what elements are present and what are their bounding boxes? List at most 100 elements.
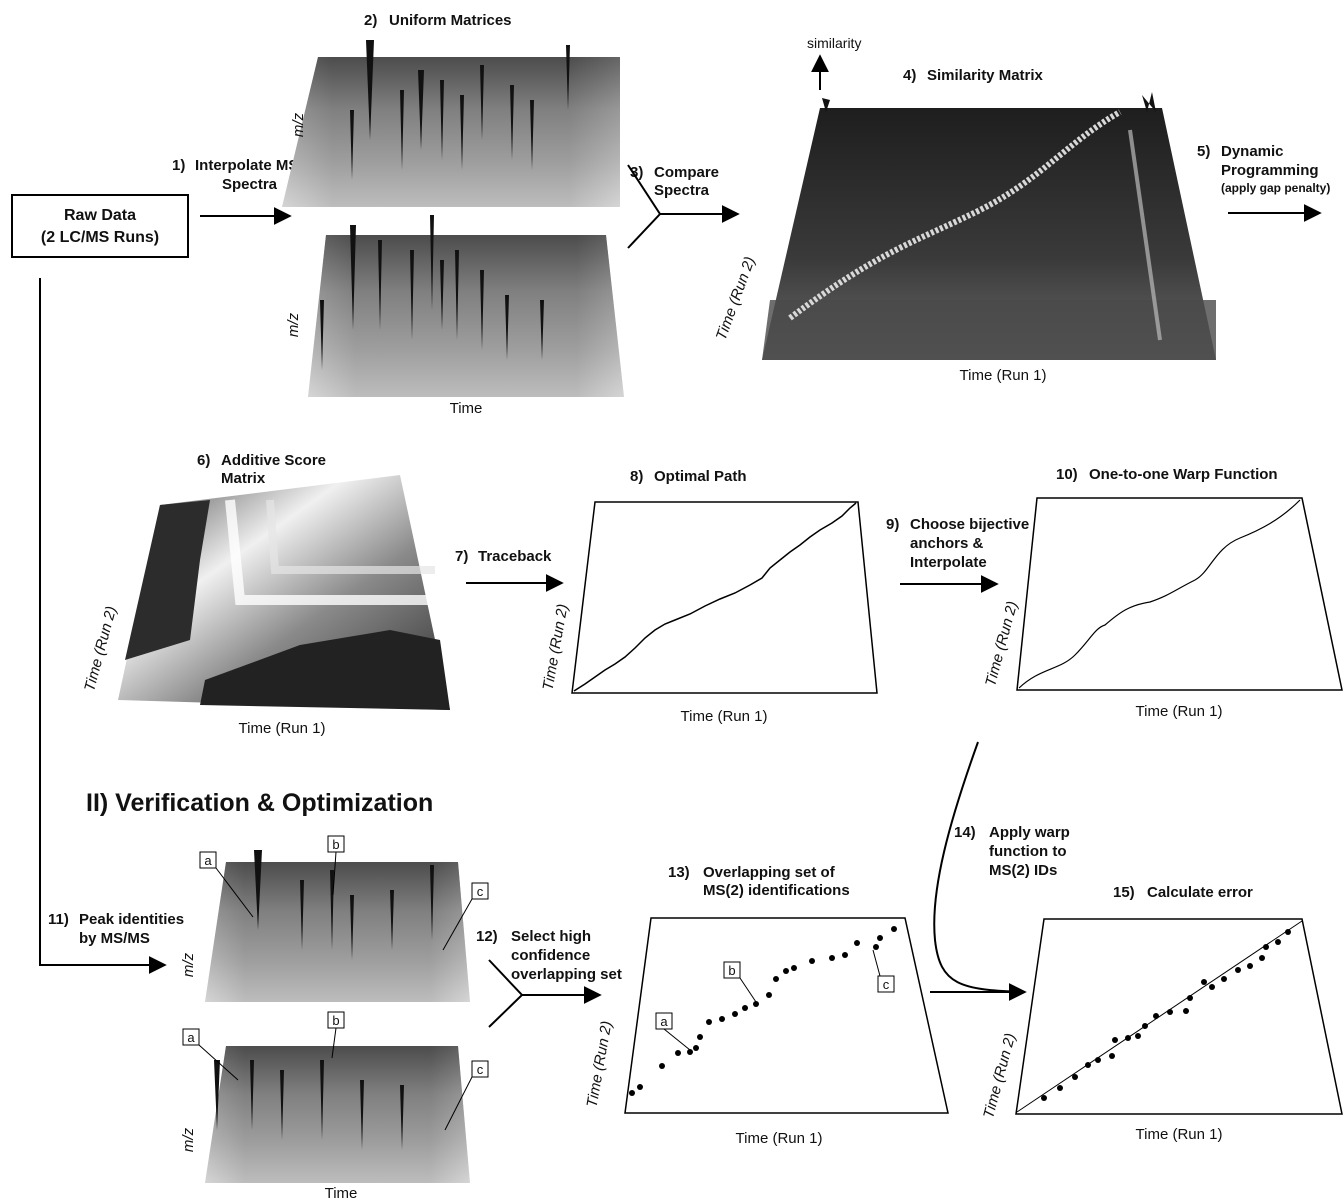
marker-c-top: c: [442, 882, 489, 951]
arrow-12: [488, 959, 600, 1028]
marker-a-top: a: [199, 851, 254, 918]
arrow-3: [627, 164, 738, 249]
error-run2-label: Time (Run 2): [980, 1031, 1019, 1120]
warp-run1-label: Time (Run 1): [1136, 703, 1223, 720]
svg-text:6): 6): [197, 452, 210, 469]
svg-text:(2 LC/MS Runs): (2 LC/MS Runs): [41, 229, 159, 246]
warp-run2-label: Time (Run 2): [982, 599, 1021, 688]
msms-map-top: [205, 850, 470, 1002]
step-2-label: 2) Uniform Matrices: [364, 12, 512, 29]
uniform-matrix-top: [282, 40, 620, 207]
svg-text:a: a: [660, 1014, 668, 1029]
step-14-label: 14) Apply warp function to MS(2) IDs: [954, 824, 1070, 879]
svg-text:Compare: Compare: [654, 164, 719, 181]
time-label-msms: Time: [325, 1185, 358, 1202]
svg-text:Similarity Matrix: Similarity Matrix: [927, 67, 1044, 84]
marker-a-plot: a: [655, 1012, 691, 1051]
marker-a-bottom: a: [182, 1028, 239, 1081]
step-12-label: 12) Select high confidence overlapping s…: [476, 928, 622, 983]
svg-text:MS(2) IDs: MS(2) IDs: [989, 862, 1057, 879]
step-9-label: 9) Choose bijective anchors & Interpolat…: [886, 516, 1029, 571]
step-3-label: 3) Compare Spectra: [630, 164, 719, 199]
svg-text:13): 13): [668, 864, 690, 881]
svg-text:9): 9): [886, 516, 899, 533]
step-15-label: 15) Calculate error: [1113, 884, 1253, 901]
warp-feed-curve: [933, 741, 1026, 993]
svg-text:Raw Data: Raw Data: [64, 207, 136, 224]
svg-text:b: b: [728, 963, 735, 978]
svg-text:(apply gap penalty): (apply gap penalty): [1221, 181, 1330, 195]
mz-label-msms-bottom: m/z: [180, 1127, 197, 1152]
marker-c-bottom: c: [444, 1060, 489, 1131]
asm-run1-label: Time (Run 1): [239, 720, 326, 737]
svg-text:5): 5): [1197, 143, 1210, 160]
step-6-label: 6) Additive Score Matrix: [197, 452, 326, 487]
raw-data-flow-line: [39, 278, 167, 974]
additive-score-matrix: [118, 475, 450, 710]
svg-text:2): 2): [364, 12, 377, 29]
svg-text:Optimal Path: Optimal Path: [654, 468, 747, 485]
spectral-peaks: [320, 215, 544, 370]
svg-text:a: a: [204, 853, 212, 868]
svg-text:by MS/MS: by MS/MS: [79, 930, 150, 947]
svg-text:8): 8): [630, 468, 643, 485]
mz-label-top: m/z: [290, 112, 307, 137]
sim-run1-label: Time (Run 1): [960, 367, 1047, 384]
svg-text:Select high: Select high: [511, 928, 591, 945]
svg-text:10): 10): [1056, 466, 1078, 483]
svg-text:One-to-one Warp Function: One-to-one Warp Function: [1089, 466, 1278, 483]
svg-text:1): 1): [172, 157, 185, 174]
svg-text:Matrix: Matrix: [221, 470, 266, 487]
warp-function-plot: [1016, 497, 1343, 691]
svg-text:c: c: [883, 977, 890, 992]
svg-text:Interpolate: Interpolate: [910, 554, 987, 571]
svg-text:Peak identities: Peak identities: [79, 911, 184, 928]
svg-text:confidence: confidence: [511, 947, 590, 964]
similarity-matrix: [762, 92, 1216, 360]
uniform-matrix-bottom: [308, 215, 624, 397]
step-4-label: 4) Similarity Matrix: [903, 67, 1044, 84]
overlap-points: [629, 926, 897, 1096]
svg-text:b: b: [332, 1013, 339, 1028]
spectral-peaks: [214, 1060, 404, 1150]
similarity-axis-label: similarity: [807, 35, 861, 51]
raw-data-box: Raw Data (2 LC/MS Runs): [11, 194, 189, 258]
step-11-label: 11) Peak identities by MS/MS: [48, 911, 184, 947]
optimal-path-plot: [571, 501, 878, 694]
msms-map-bottom: [205, 1046, 470, 1183]
error-run1-label: Time (Run 1): [1136, 1126, 1223, 1143]
svg-text:b: b: [332, 837, 339, 852]
error-plot: [1015, 918, 1343, 1115]
svg-text:Uniform Matrices: Uniform Matrices: [389, 12, 512, 29]
overlap-ids-plot: [624, 917, 949, 1114]
svg-text:Calculate error: Calculate error: [1147, 884, 1253, 901]
op-run2-label: Time (Run 2): [540, 603, 572, 692]
similarity-ridge-vertical: [1128, 129, 1162, 341]
svg-text:7): 7): [455, 548, 468, 565]
svg-text:Traceback: Traceback: [478, 548, 552, 565]
svg-text:a: a: [187, 1030, 195, 1045]
svg-text:Programming: Programming: [1221, 162, 1319, 179]
svg-text:Choose bijective: Choose bijective: [910, 516, 1029, 533]
asm-run2-label: Time (Run 2): [81, 604, 120, 693]
error-points: [1041, 929, 1291, 1101]
svg-text:3): 3): [630, 164, 643, 181]
svg-text:c: c: [477, 884, 484, 899]
step-10-label: 10) One-to-one Warp Function: [1056, 466, 1278, 483]
mz-label-msms-top: m/z: [180, 952, 197, 977]
time-label-uniform: Time: [450, 400, 483, 417]
svg-text:anchors &: anchors &: [910, 535, 984, 552]
step-1-label: 1) Interpolate MS Spectra: [172, 157, 298, 193]
svg-text:14): 14): [954, 824, 976, 841]
optimal-path-line: [573, 502, 857, 692]
marker-b-plot: b: [723, 961, 757, 1003]
step-7-label: 7) Traceback: [455, 548, 552, 565]
svg-text:overlapping set: overlapping set: [511, 966, 622, 983]
svg-text:Additive Score: Additive Score: [221, 452, 326, 469]
svg-text:11): 11): [48, 911, 69, 928]
step-13-label: 13) Overlapping set of MS(2) identificat…: [668, 864, 850, 899]
overlap-run1-label: Time (Run 1): [736, 1130, 823, 1147]
marker-c-plot: c: [872, 949, 895, 993]
svg-text:Dynamic: Dynamic: [1221, 143, 1284, 160]
svg-text:function to: function to: [989, 843, 1066, 860]
